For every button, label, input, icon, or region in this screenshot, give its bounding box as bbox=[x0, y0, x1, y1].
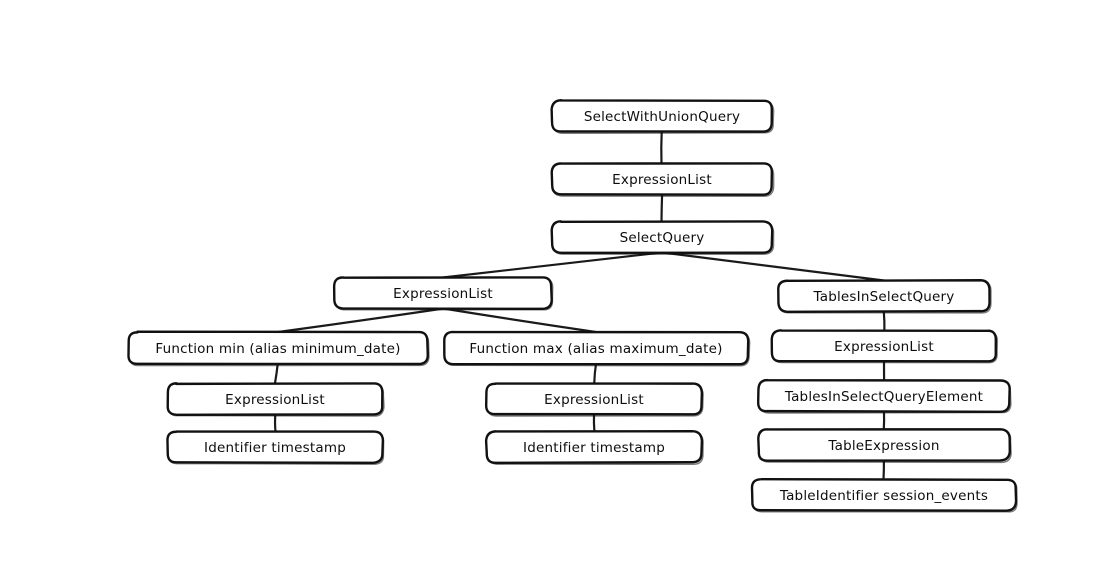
node-box bbox=[166, 430, 385, 465]
node-label: TableIdentifier session_events bbox=[779, 488, 988, 504]
node-box bbox=[757, 428, 1011, 462]
node-box bbox=[443, 330, 750, 366]
tree-edge bbox=[441, 251, 663, 279]
tree-node[interactable]: TablesInSelectQueryElement bbox=[756, 378, 1012, 414]
node-label: Identifier timestamp bbox=[204, 440, 346, 456]
node-label: SelectWithUnionQuery bbox=[584, 109, 740, 125]
node-label: ExpressionList bbox=[834, 339, 934, 355]
tree-edge bbox=[661, 251, 885, 282]
tree-node[interactable]: SelectQuery bbox=[550, 220, 775, 256]
tree-node[interactable]: TableExpression bbox=[757, 428, 1012, 464]
node-box bbox=[550, 162, 774, 196]
tree-edge bbox=[660, 193, 664, 223]
node-label: TablesInSelectQuery bbox=[813, 289, 955, 305]
tree-node[interactable]: Identifier timestamp bbox=[484, 430, 704, 465]
node-box bbox=[756, 378, 1011, 414]
node-box bbox=[166, 382, 384, 416]
node-label: Function max (alias maximum_date) bbox=[469, 341, 722, 357]
node-label: ExpressionList bbox=[225, 392, 325, 408]
node-label: SelectQuery bbox=[620, 230, 705, 246]
tree-edge bbox=[442, 307, 597, 334]
tree-node[interactable]: TablesInSelectQuery bbox=[777, 279, 992, 314]
tree-node[interactable]: Function min (alias minimum_date) bbox=[127, 330, 430, 367]
tree-node[interactable]: ExpressionList bbox=[166, 382, 385, 417]
node-box bbox=[750, 477, 1018, 512]
node-box bbox=[127, 330, 429, 366]
tree-edge bbox=[593, 362, 598, 385]
node-box bbox=[777, 279, 991, 314]
node-label: ExpressionList bbox=[612, 172, 712, 188]
tree-node[interactable]: TableIdentifier session_events bbox=[750, 477, 1018, 513]
node-box bbox=[550, 98, 773, 133]
tree-edge bbox=[277, 307, 445, 334]
tree-node[interactable]: SelectWithUnionQuery bbox=[550, 98, 775, 135]
tree-node[interactable]: ExpressionList bbox=[332, 276, 554, 311]
tree-node[interactable]: ExpressionList bbox=[484, 382, 704, 417]
tree-node[interactable]: Identifier timestamp bbox=[166, 430, 385, 465]
node-box bbox=[550, 220, 774, 255]
node-box bbox=[770, 329, 998, 363]
node-label: ExpressionList bbox=[544, 392, 644, 408]
tree-edge bbox=[882, 310, 886, 332]
tree-node[interactable]: ExpressionList bbox=[550, 162, 775, 198]
tree-node[interactable]: Function max (alias maximum_date) bbox=[443, 330, 751, 367]
node-label: ExpressionList bbox=[393, 286, 493, 302]
node-label: TableExpression bbox=[827, 438, 939, 454]
tree-node[interactable]: ExpressionList bbox=[770, 329, 999, 364]
node-label: TablesInSelectQueryElement bbox=[784, 389, 983, 405]
node-box bbox=[484, 430, 704, 465]
node-layer: SelectWithUnionQueryExpressionListSelect… bbox=[127, 98, 1018, 513]
node-box bbox=[484, 382, 704, 416]
tree-edge bbox=[273, 362, 279, 385]
node-label: Identifier timestamp bbox=[523, 440, 665, 456]
node-label: Function min (alias minimum_date) bbox=[155, 341, 400, 357]
node-box bbox=[332, 276, 553, 311]
